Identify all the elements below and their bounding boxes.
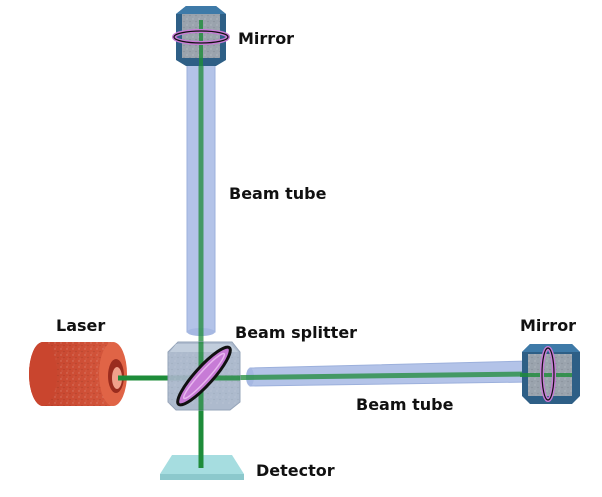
label-laser: Laser [56,316,106,335]
mirror-right [520,344,580,404]
label-mirror-top: Mirror [238,29,295,48]
label-beam-splitter: Beam splitter [235,323,358,342]
beam-horizontal-arm [200,371,531,381]
mirror-top [172,6,230,66]
label-beam-tube-horizontal: Beam tube [356,395,454,414]
label-detector: Detector [256,461,335,480]
beam-splitter [167,341,241,411]
label-beam-tube-vertical: Beam tube [229,184,327,203]
label-mirror-right: Mirror [520,316,577,335]
detector-plate [160,455,244,480]
laser-source [29,342,127,406]
splitter-mirror [176,345,232,407]
